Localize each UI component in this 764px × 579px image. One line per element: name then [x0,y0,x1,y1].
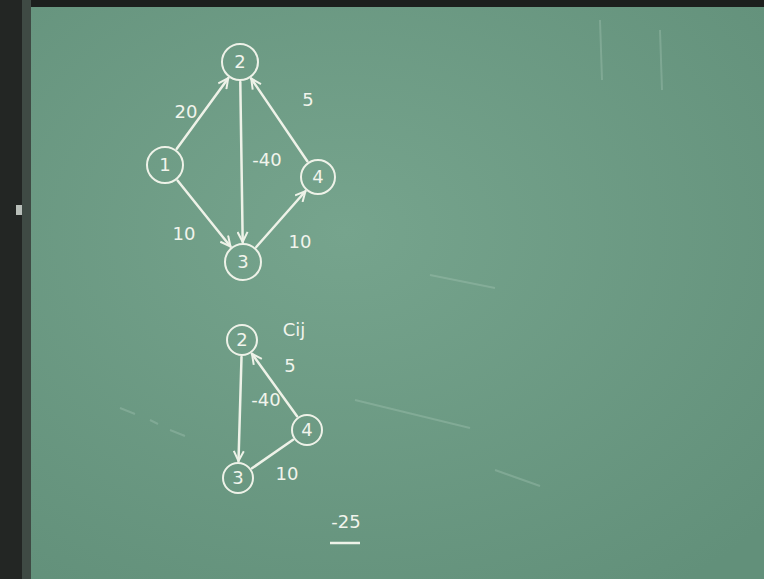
edge-weight: 20 [175,102,198,122]
directed-arc [238,357,241,461]
graph-vertex: 3 [224,243,262,281]
board-frame-left [0,0,22,579]
vertex-number: 1 [159,155,170,175]
directed-arc [240,82,242,242]
vertex-number: 2 [234,52,245,72]
graph-vertex: 2 [226,324,258,356]
vertex-number: 2 [236,330,247,350]
graph-vertex: 4 [300,159,336,195]
edge-weight: -40 [252,150,281,170]
board-frame-top [0,0,764,7]
vertex-number: 4 [312,167,323,187]
edge-weight: 10 [276,464,299,484]
graph-vertex: 3 [222,462,254,494]
graph-vertex: 1 [146,146,184,184]
vertex-number: 4 [301,420,312,440]
smudge [495,470,540,486]
underline [330,542,360,545]
chalk-smudges [120,20,662,486]
board-note: -25 [331,512,360,532]
vertex-number: 3 [232,468,243,488]
smudge [600,20,662,90]
directed-arc [251,79,307,162]
vertex-number: 3 [237,252,248,272]
edge-weight: 10 [289,232,312,252]
edge-weight: -40 [251,390,280,410]
graph-vertex: 4 [291,414,323,446]
smudge [355,400,470,428]
edge-weight: 5 [302,90,313,110]
board-note: Cij [283,320,306,340]
smudge [430,275,495,288]
directed-arc [252,354,297,416]
smudge [120,408,185,436]
edge-weight: 5 [284,356,295,376]
graph-vertex: 2 [221,43,259,81]
frame-clip [16,205,22,215]
board-frame-edge [22,0,31,579]
edge-weight: 10 [173,224,196,244]
